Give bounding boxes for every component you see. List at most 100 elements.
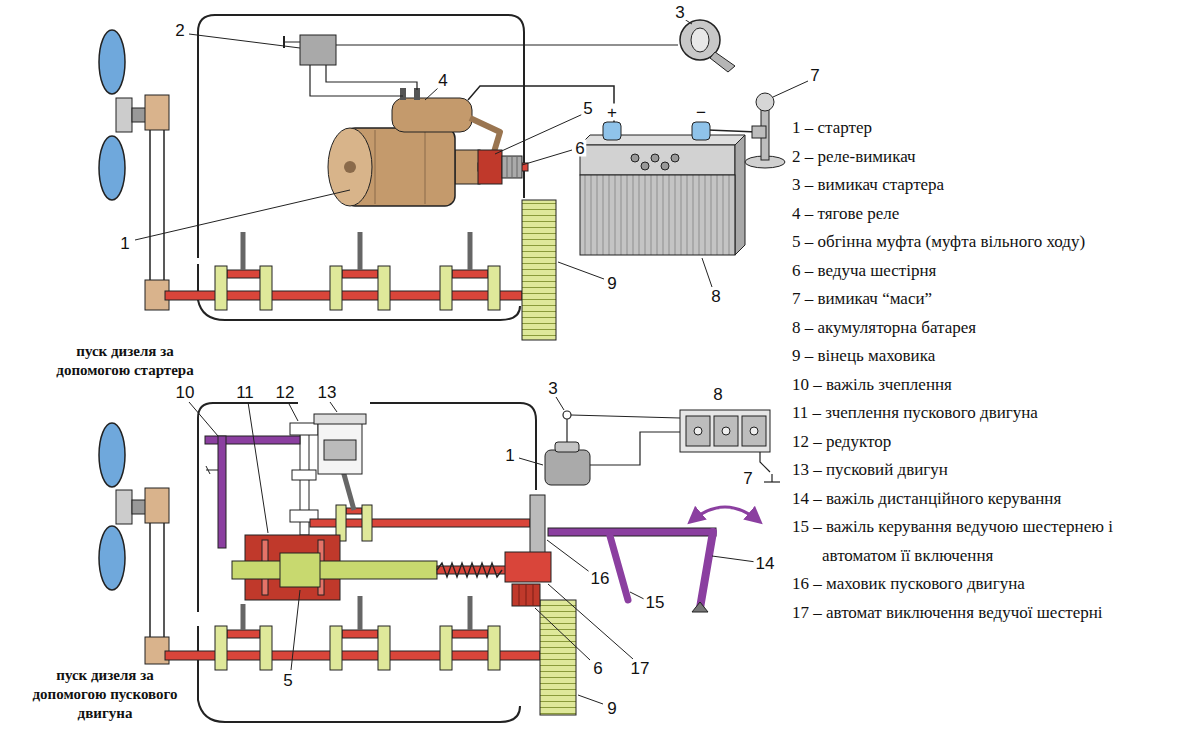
starting-engine	[362, 505, 372, 541]
crankshaft	[260, 266, 272, 310]
callout-number: 7	[808, 67, 821, 84]
control-levers	[700, 532, 713, 608]
crankshaft	[215, 626, 227, 670]
crankshaft	[468, 596, 473, 630]
callout-number: 6	[591, 660, 604, 677]
battery	[641, 162, 649, 170]
starter-motor	[502, 156, 522, 178]
engine-block-outline	[198, 15, 524, 320]
legend-entry: 15 – важіль керування ведучою шестернею …	[792, 513, 1187, 570]
crankshaft	[241, 232, 246, 270]
ground-switch	[756, 93, 774, 111]
starter-motor	[512, 156, 513, 178]
pinion-drive	[437, 552, 551, 606]
wires	[760, 452, 770, 472]
crankshaft	[452, 270, 488, 278]
battery	[686, 416, 710, 446]
battery	[714, 416, 738, 446]
reduction-gear	[290, 423, 318, 435]
legend-entry: 5 – обгінна муфта (муфта вільного ходу)	[792, 228, 1187, 257]
leader-line	[702, 258, 712, 287]
leader-line	[189, 397, 756, 704]
legend-entry: 16 – маховик пускового двигуна	[792, 570, 1187, 599]
starter-motor	[328, 88, 528, 206]
callout-number: 5	[281, 672, 294, 689]
callout-number: 3	[673, 4, 686, 21]
callout-number: 8	[709, 288, 722, 305]
ground-switch	[745, 93, 785, 168]
starter-motor	[470, 118, 500, 152]
battery	[722, 427, 730, 435]
crankshaft	[488, 266, 500, 310]
legend-entry: 12 – редуктор	[792, 428, 1187, 457]
crankshaft	[330, 266, 342, 310]
battery	[651, 154, 659, 162]
battery	[680, 410, 770, 452]
crankshaft	[342, 270, 378, 278]
legend-entry: 9 – вінець маховика	[792, 342, 1187, 371]
fan	[132, 108, 146, 122]
wires	[310, 65, 403, 96]
legend-entry: 10 – важіль зчеплення	[792, 371, 1187, 400]
wires	[571, 415, 680, 418]
crankshaft	[358, 232, 363, 270]
electric-starter	[545, 450, 590, 485]
reduction-gear	[292, 470, 316, 480]
crankshaft	[440, 626, 452, 670]
control-levers	[218, 436, 226, 548]
battery	[580, 145, 735, 175]
battery	[680, 410, 770, 452]
legend-entry: 3 – вимикач стартера	[792, 171, 1187, 200]
flywheel-ring-gear	[522, 200, 556, 340]
starting-engine	[310, 414, 545, 555]
starter-motor	[517, 156, 518, 178]
electric-starter	[555, 442, 579, 452]
crankshaft	[488, 626, 500, 670]
diagram-caption: пуск дизеля за допомогою пускового двигу…	[30, 666, 180, 722]
crankshaft	[342, 630, 378, 638]
starter-switch	[680, 20, 735, 72]
callout-number: 17	[629, 660, 652, 677]
battery	[671, 154, 679, 162]
belt-drive	[145, 488, 169, 664]
fan	[116, 490, 132, 524]
legend-entry: 11 – зчеплення пускового двигуна	[792, 399, 1187, 428]
crankshaft	[452, 630, 488, 638]
leader-line	[558, 262, 604, 279]
callout-number: 13	[316, 384, 339, 401]
starting-engine	[530, 495, 545, 555]
crankshaft	[241, 604, 246, 630]
engine-block-outline	[370, 403, 536, 490]
leader-line	[425, 88, 438, 100]
starter-motor	[375, 130, 376, 204]
belt-drive	[163, 505, 165, 650]
leader-line	[556, 397, 564, 410]
pinion-drive	[512, 584, 540, 606]
legend-entry: 17 – автомат виключення ведучої шестерні	[792, 599, 1187, 628]
starting-engine-clutch	[232, 561, 437, 579]
crankshaft	[165, 596, 540, 670]
starter-motor	[478, 150, 502, 184]
callout-number: 14	[754, 555, 777, 572]
callout-number: 9	[605, 275, 618, 292]
pinion-drive	[437, 566, 507, 574]
starting-engine	[314, 414, 366, 424]
callout-number: 3	[546, 380, 559, 397]
relay-switch	[284, 35, 336, 65]
crankshaft	[468, 232, 473, 270]
battery	[692, 122, 710, 140]
wires	[326, 65, 417, 90]
fan	[99, 30, 146, 200]
legend-entry: 8 – акумуляторна батарея	[792, 314, 1187, 343]
battery	[661, 162, 669, 170]
wires	[708, 130, 757, 132]
belt-drive	[149, 505, 151, 650]
starting-engine-clutch	[232, 535, 437, 600]
leader-line	[288, 402, 298, 421]
control-levers	[610, 536, 628, 600]
callout-number: 1	[118, 235, 131, 252]
wires	[563, 411, 571, 419]
leader-line	[291, 590, 300, 670]
crankshaft	[165, 232, 522, 310]
